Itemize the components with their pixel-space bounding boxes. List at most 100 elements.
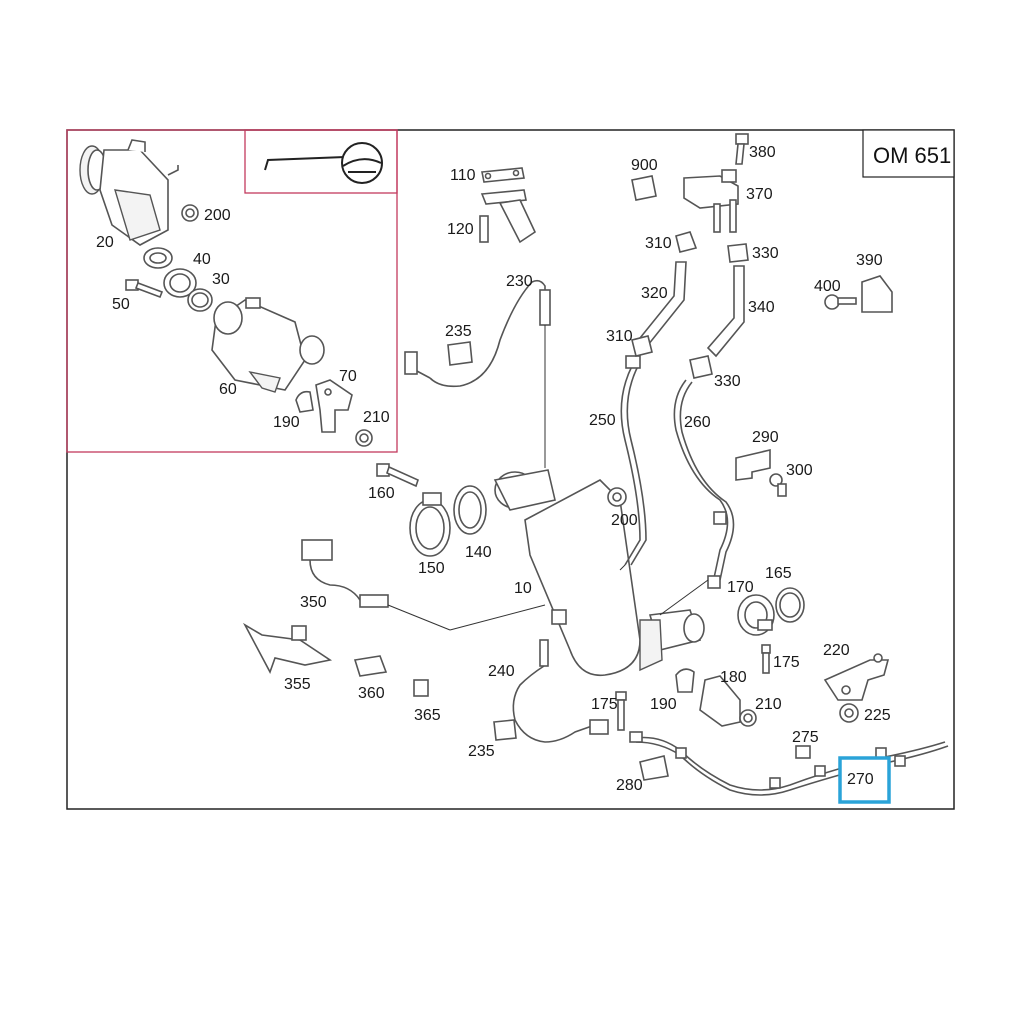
label-210-main: 210 bbox=[755, 696, 782, 713]
label-235-bottom: 235 bbox=[468, 743, 495, 760]
bracket-355[interactable] bbox=[242, 622, 333, 674]
nut-200-main[interactable] bbox=[607, 487, 627, 507]
clamp-310-lower[interactable] bbox=[631, 335, 653, 357]
label-275: 275 bbox=[792, 729, 819, 746]
label-380: 380 bbox=[749, 144, 776, 161]
label-175-upper: 175 bbox=[773, 654, 800, 671]
label-150: 150 bbox=[418, 560, 445, 577]
part-labels: 20 200 40 30 50 60 70 190 210 110 120 23… bbox=[96, 144, 891, 794]
clamp-330-upper[interactable] bbox=[727, 243, 749, 263]
label-365: 365 bbox=[414, 707, 441, 724]
label-310-lower: 310 bbox=[606, 328, 633, 345]
bracket-70[interactable] bbox=[315, 379, 353, 433]
bracket-180[interactable] bbox=[699, 675, 741, 727]
label-290: 290 bbox=[752, 429, 779, 446]
label-300: 300 bbox=[786, 462, 813, 479]
clip-190-main[interactable] bbox=[675, 668, 695, 693]
label-330-lower: 330 bbox=[714, 373, 741, 390]
nut-210-inset[interactable] bbox=[355, 429, 373, 447]
label-240: 240 bbox=[488, 663, 515, 680]
gasket-110[interactable] bbox=[481, 167, 525, 183]
label-190-inset: 190 bbox=[273, 414, 300, 431]
hose-symbol-icon bbox=[264, 142, 383, 184]
label-120: 120 bbox=[447, 221, 474, 238]
exhaust-sensor-230[interactable] bbox=[404, 279, 551, 468]
clip-360[interactable] bbox=[353, 655, 388, 677]
engine-code-text: OM 651 bbox=[873, 143, 951, 168]
seal-ring-165[interactable] bbox=[775, 587, 805, 623]
label-40: 40 bbox=[193, 251, 211, 268]
bolt-380[interactable] bbox=[735, 133, 749, 165]
clamp-310-upper[interactable] bbox=[675, 231, 698, 253]
connector-900[interactable] bbox=[631, 175, 657, 201]
label-280: 280 bbox=[616, 777, 643, 794]
bolt-175-lower[interactable] bbox=[615, 691, 627, 731]
wiring-harness-270[interactable] bbox=[629, 731, 949, 796]
label-235-top: 235 bbox=[445, 323, 472, 340]
bolt-50[interactable] bbox=[125, 279, 164, 299]
label-200-inset: 200 bbox=[204, 207, 231, 224]
clamp-330-lower[interactable] bbox=[689, 355, 713, 379]
label-350: 350 bbox=[300, 594, 327, 611]
clip-190-inset[interactable] bbox=[295, 390, 314, 413]
label-310-upper: 310 bbox=[645, 235, 672, 252]
bracket-290[interactable] bbox=[735, 448, 771, 481]
label-180: 180 bbox=[720, 669, 747, 686]
bolt-175-upper[interactable] bbox=[761, 644, 771, 674]
exhaust-sensor-350[interactable] bbox=[301, 539, 546, 631]
label-20: 20 bbox=[96, 234, 114, 251]
label-250: 250 bbox=[589, 412, 616, 429]
hose-320[interactable] bbox=[638, 261, 687, 347]
label-70: 70 bbox=[339, 368, 357, 385]
label-60: 60 bbox=[219, 381, 237, 398]
clip-235-top[interactable] bbox=[447, 341, 473, 366]
label-190-main: 190 bbox=[650, 696, 677, 713]
bracket-220[interactable] bbox=[823, 653, 890, 701]
label-390: 390 bbox=[856, 252, 883, 269]
nut-200-inset[interactable] bbox=[181, 204, 199, 222]
label-30: 30 bbox=[212, 271, 230, 288]
label-230: 230 bbox=[506, 273, 533, 290]
label-360: 360 bbox=[358, 685, 385, 702]
label-50: 50 bbox=[112, 296, 130, 313]
clip-365[interactable] bbox=[413, 679, 429, 697]
label-320: 320 bbox=[641, 285, 668, 302]
bracket-280[interactable] bbox=[639, 755, 669, 781]
label-260: 260 bbox=[684, 414, 711, 431]
clamp-150[interactable] bbox=[409, 492, 451, 557]
nut-225[interactable] bbox=[839, 703, 859, 723]
label-10: 10 bbox=[514, 580, 532, 597]
temperature-sensor-240[interactable] bbox=[512, 639, 609, 743]
label-330-upper: 330 bbox=[752, 245, 779, 262]
label-900: 900 bbox=[631, 157, 658, 174]
pressure-pipe-250[interactable] bbox=[620, 355, 647, 566]
bolt-400[interactable] bbox=[824, 294, 857, 310]
inset-panel bbox=[66, 129, 398, 453]
bolt-300[interactable] bbox=[769, 473, 787, 497]
filter-60[interactable] bbox=[211, 297, 325, 393]
ring-30[interactable] bbox=[187, 288, 213, 312]
highlight-270[interactable]: 270 bbox=[838, 756, 891, 804]
clip-235-bottom[interactable] bbox=[493, 719, 517, 741]
hose-340[interactable] bbox=[706, 265, 745, 358]
label-225: 225 bbox=[864, 707, 891, 724]
clamp-170[interactable] bbox=[737, 594, 775, 636]
pressure-sensor-370[interactable] bbox=[683, 169, 739, 233]
label-110: 110 bbox=[450, 167, 476, 184]
particulate-filter-10[interactable] bbox=[493, 469, 705, 677]
gasket-40[interactable] bbox=[163, 268, 197, 298]
label-140: 140 bbox=[465, 544, 492, 561]
bolt-160[interactable] bbox=[376, 463, 419, 488]
catalytic-converter-20[interactable] bbox=[79, 139, 179, 269]
label-355: 355 bbox=[284, 676, 311, 693]
pressure-pipe-260[interactable] bbox=[673, 379, 735, 589]
label-370: 370 bbox=[746, 186, 773, 203]
egr-pipe-120[interactable] bbox=[479, 189, 537, 244]
label-210-inset: 210 bbox=[363, 409, 390, 426]
bracket-390[interactable] bbox=[861, 275, 893, 313]
clip-275[interactable] bbox=[795, 745, 811, 759]
label-400: 400 bbox=[814, 278, 841, 295]
nut-210-main[interactable] bbox=[739, 709, 757, 727]
seal-ring-140[interactable] bbox=[453, 485, 487, 535]
